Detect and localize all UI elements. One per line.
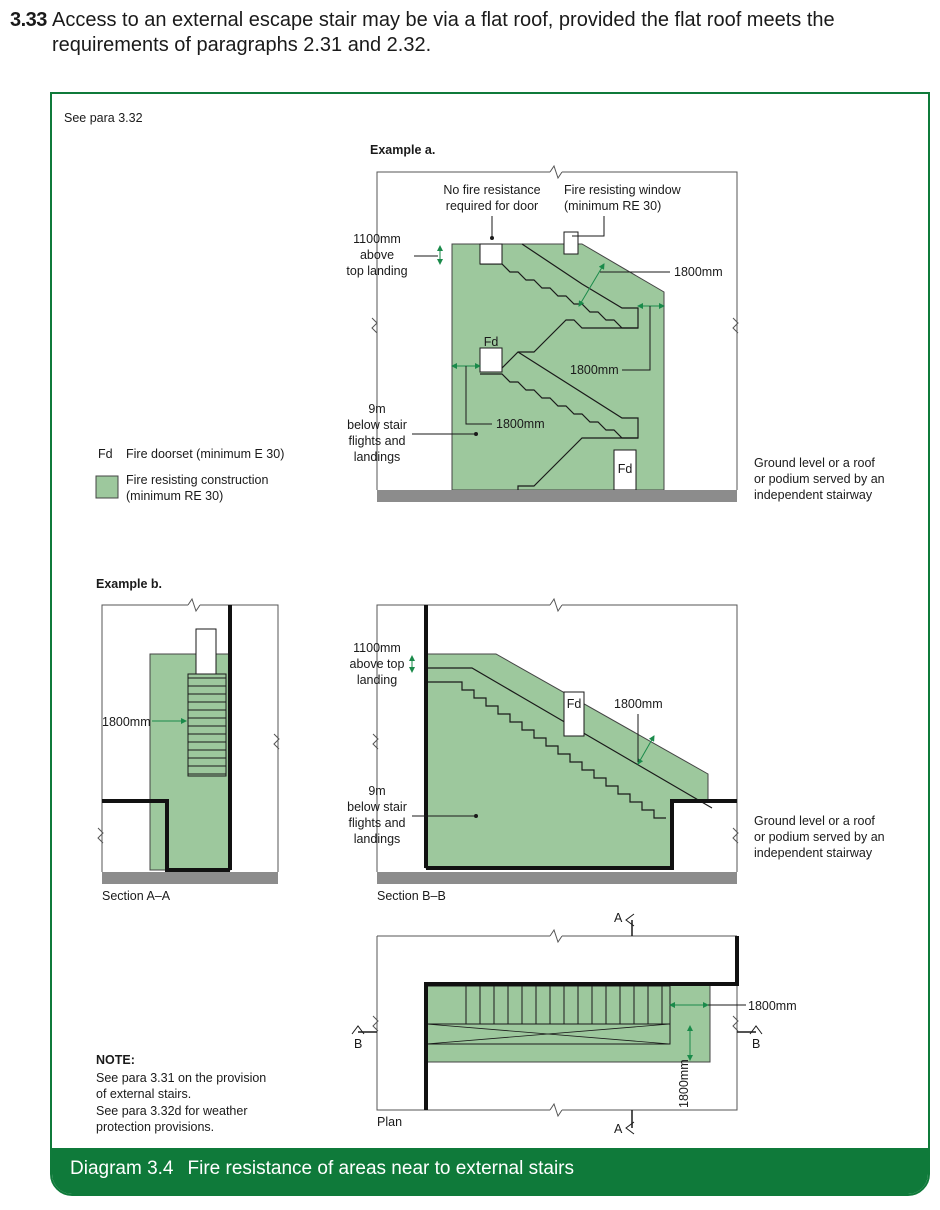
ex-b-ground-line-1: Ground level or a roof [754, 814, 875, 828]
section-bb-drawing [372, 597, 739, 884]
ex-b-below-line-2: below stair [347, 800, 407, 814]
ex-b-below-line-1: 9m [368, 784, 385, 798]
paragraph-text-line-2: requirements of paragraphs 2.31 and 2.32… [52, 34, 432, 56]
plan-drawing [351, 913, 763, 1135]
ex-a-fd-upper: Fd [484, 335, 499, 349]
plan-label: Plan [377, 1115, 402, 1129]
ex-a-below-line-4: landings [354, 450, 401, 464]
plan-dim-vertical: 1800mm [677, 1059, 691, 1108]
ex-a-ground-line-3: independent stairway [754, 488, 873, 502]
section-aa-dim: 1800mm [102, 715, 151, 729]
ex-a-below-line-1: 9m [368, 402, 385, 416]
caption-bar: Diagram 3.4 Fire resistance of areas near… [52, 1148, 928, 1194]
ex-b-above-line-2: above top [350, 657, 405, 671]
legend-fd-symbol: Fd [98, 447, 113, 461]
legend-fd-text: Fire doorset (minimum E 30) [126, 447, 284, 461]
legend-fr-line-1: Fire resisting construction [126, 473, 268, 487]
plan-marker-a-bottom: A [614, 1122, 623, 1136]
section-aa-drawing [97, 597, 280, 884]
paragraph-number: 3.33 [10, 9, 47, 31]
plan-dim-right: 1800mm [748, 999, 797, 1013]
door-note-line-1: No fire resistance [443, 183, 540, 197]
ex-b-fd: Fd [567, 697, 582, 711]
note-line-3: See para 3.32d for weather [96, 1104, 248, 1118]
diagram-3-4-drawing: See para 3.32 Example a. [64, 111, 885, 1136]
ex-b-ground-line-3: independent stairway [754, 846, 873, 860]
window-note-line-1: Fire resisting window [564, 183, 682, 197]
ex-b-above-line-1: 1100mm [353, 641, 401, 655]
plan-marker-b-left: B [354, 1037, 362, 1051]
ex-a-below-line-2: below stair [347, 418, 407, 432]
ex-a-dim-mid: 1800mm [570, 363, 619, 377]
ex-a-above-line-2: above [360, 248, 394, 262]
example-a-drawing [371, 164, 739, 502]
see-para-label: See para 3.32 [64, 111, 143, 125]
section-aa-label: Section A–A [102, 889, 171, 903]
window-note-line-2: (minimum RE 30) [564, 199, 661, 213]
plan-marker-a-top: A [614, 911, 623, 925]
ex-a-ground-line-2: or podium served by an [754, 472, 885, 486]
example-a-title: Example a. [370, 143, 435, 157]
note-line-2: of external stairs. [96, 1087, 191, 1101]
ex-a-dim-right: 1800mm [674, 265, 723, 279]
ex-a-above-line-1: 1100mm [353, 232, 401, 246]
ex-a-above-line-3: top landing [346, 264, 407, 278]
ex-b-above-line-3: landing [357, 673, 397, 687]
plan-marker-b-right: B [752, 1037, 760, 1051]
section-bb-label: Section B–B [377, 889, 446, 903]
door-note-line-2: required for door [446, 199, 538, 213]
legend-fr-line-2: (minimum RE 30) [126, 489, 223, 503]
paragraph-text: Access to an external escape stair may b… [52, 8, 892, 58]
ex-b-below-line-4: landings [354, 832, 401, 846]
note-heading: NOTE: [96, 1053, 135, 1067]
note-line-1: See para 3.31 on the provision [96, 1071, 266, 1085]
ex-b-dim: 1800mm [614, 697, 663, 711]
legend-fire-resisting-swatch [95, 475, 119, 499]
note-line-4: protection provisions. [96, 1120, 214, 1134]
ex-b-below-line-3: flights and [349, 816, 406, 830]
ex-a-ground-line-1: Ground level or a roof [754, 456, 875, 470]
caption-title: Fire resistance of areas near to externa… [187, 1158, 575, 1179]
ex-a-fd-ground: Fd [618, 462, 633, 476]
ex-a-below-line-3: flights and [349, 434, 406, 448]
caption-number: Diagram 3.4 [70, 1158, 174, 1179]
ex-a-dim-left: 1800mm [496, 417, 545, 431]
example-b-title: Example b. [96, 577, 162, 591]
diagram-panel: See para 3.32 Example a. [50, 92, 930, 1196]
paragraph-text-line-1: Access to an external escape stair may b… [52, 9, 835, 31]
ex-b-ground-line-2: or podium served by an [754, 830, 885, 844]
diagram-caption: Diagram 3.4 Fire resistance of areas near… [70, 1158, 574, 1180]
